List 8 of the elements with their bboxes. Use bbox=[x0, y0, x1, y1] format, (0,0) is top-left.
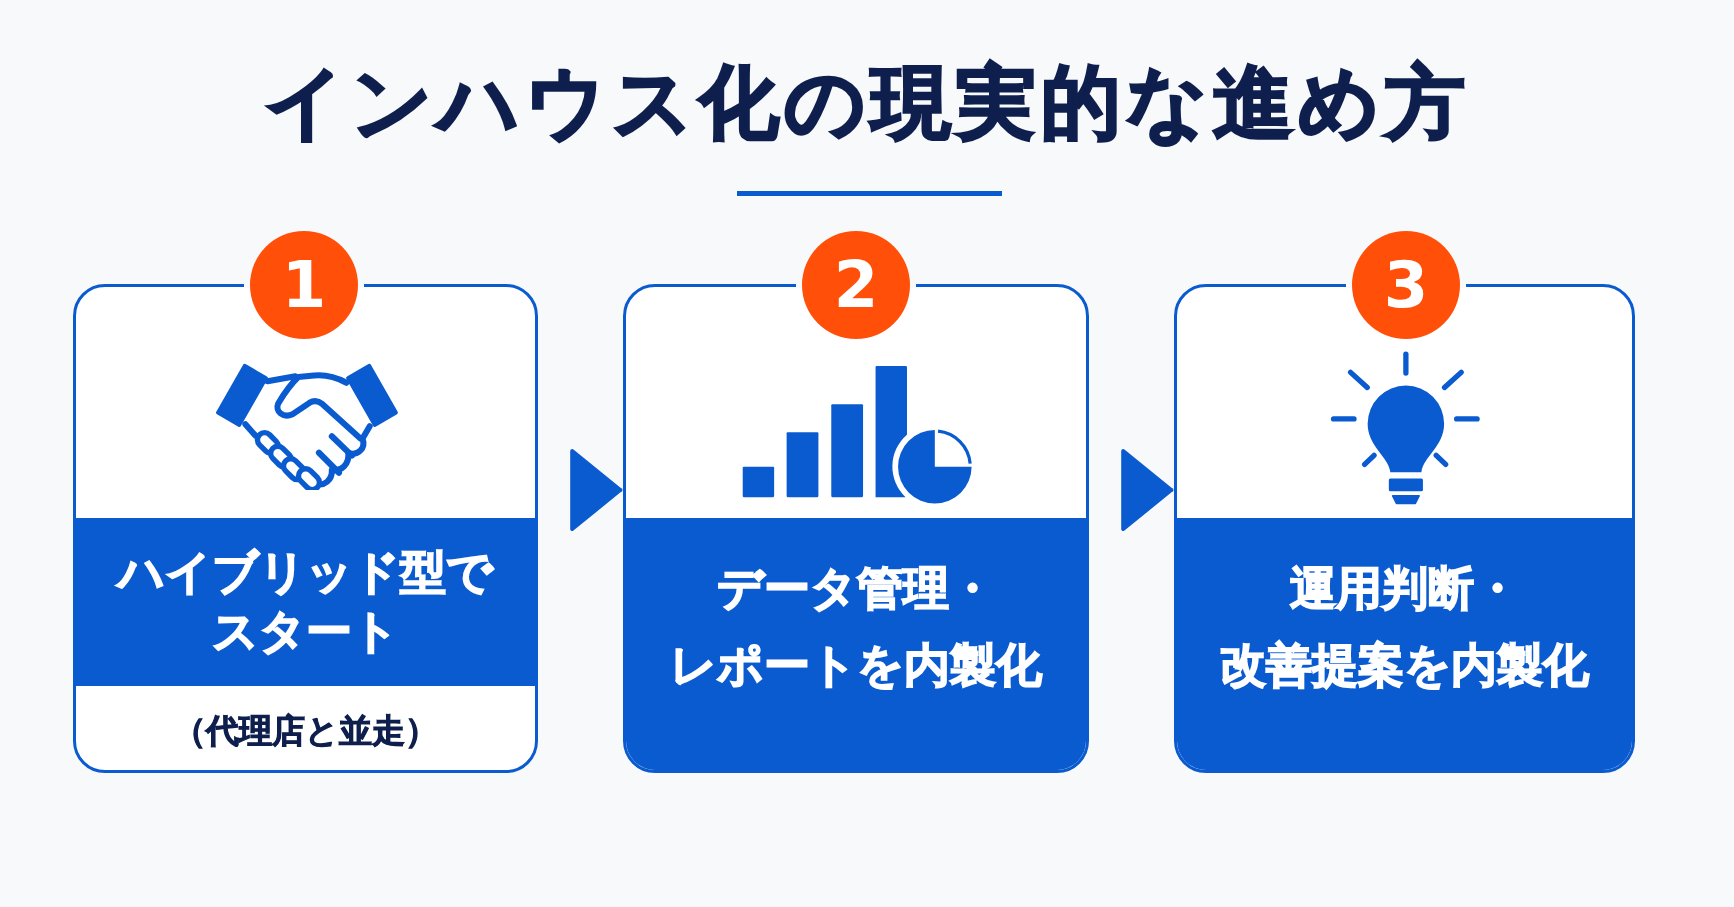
step-banner: データ管理・レポートを内製化 bbox=[626, 517, 1086, 770]
title: インハウス化の現実的な進め方 bbox=[264, 55, 1470, 151]
step-banner: ハイブリッド型でスタート bbox=[75, 517, 535, 686]
step-banner: 運用判断・改善提案を内製化 bbox=[1177, 517, 1632, 770]
number-badge: 1 bbox=[250, 231, 358, 339]
subtitle: （代理店と並走） bbox=[172, 710, 438, 751]
number-badge: 3 bbox=[1352, 231, 1460, 339]
number-badge: 2 bbox=[802, 231, 910, 339]
